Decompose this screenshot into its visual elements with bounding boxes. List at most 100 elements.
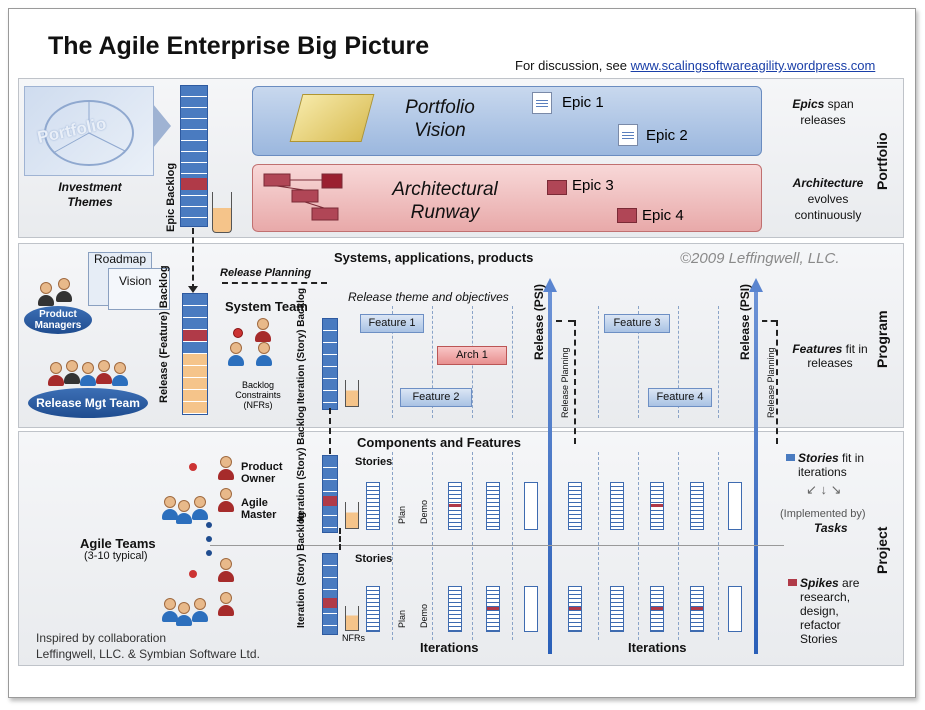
features-note-em: Features xyxy=(792,342,843,356)
release-psi-arrowhead-2 xyxy=(749,278,763,292)
release-planning-label-1: Release Planning xyxy=(560,347,570,418)
team-person-icon xyxy=(112,362,128,386)
connector-arrowhead xyxy=(188,286,198,293)
portfolio-pie-image: Portfolio xyxy=(24,86,154,176)
spikes-note-em: Spikes xyxy=(800,576,839,590)
iteration-backlog-label: Iteration (Story) Backlog xyxy=(296,287,307,404)
stories-note: Stories fit in iterations xyxy=(798,451,872,479)
page-title: The Agile Enterprise Big Picture xyxy=(48,32,430,60)
architecture-note-em: Architecture xyxy=(792,176,864,190)
copyright: ©2009 Leffingwell, LLC. xyxy=(680,250,840,267)
iteration-divider xyxy=(718,306,719,418)
iteration-story-stack xyxy=(448,482,462,530)
release-psi-label-1: Release (PSI) xyxy=(532,283,546,360)
project-iteration-divider xyxy=(392,452,393,640)
iteration-story-stack xyxy=(486,586,500,632)
project-iteration-divider xyxy=(718,452,719,640)
implemented-by-label: (Implemented by) xyxy=(780,508,866,520)
runway-diagram-icon xyxy=(263,173,343,221)
architecture-note: Architecture evolves continuously xyxy=(778,175,878,223)
release-planning-label-2: Release Planning xyxy=(766,347,776,418)
iteration-burndown-stack xyxy=(728,586,742,632)
discussion-link[interactable]: www.scalingsoftwareagility.wordpress.com xyxy=(630,58,876,73)
release-planning-connector xyxy=(192,228,194,290)
feature-1: Feature 1 xyxy=(360,314,424,333)
program-nfr-jar xyxy=(345,380,359,407)
manager-person-icon xyxy=(56,278,72,302)
system-team-label: System Team xyxy=(225,299,308,314)
ellipsis-dot xyxy=(206,550,212,556)
team2-iteration-backlog-label: Iteration (Story) Backlog xyxy=(296,511,307,628)
discussion-prefix: For discussion, see xyxy=(515,58,631,73)
features-note: Features fit in releases xyxy=(790,342,870,370)
iteration-story-stack xyxy=(366,482,380,530)
iteration-story-stack xyxy=(650,586,664,632)
tasks-label: Tasks xyxy=(814,521,848,535)
spike-item xyxy=(323,496,337,506)
ellipsis-dot xyxy=(206,522,212,528)
release-psi-label-2: Release (PSI) xyxy=(738,283,752,360)
team-person-icon xyxy=(96,360,112,384)
epic-3-icon xyxy=(547,180,567,195)
release-psi-arrowhead-1 xyxy=(543,278,557,292)
stories-label-1: Stories xyxy=(355,456,393,468)
pie-graphic xyxy=(44,100,134,166)
project-level-label: Project xyxy=(874,526,890,574)
plan-label-1: Plan xyxy=(397,505,407,524)
release-theme-label: Release theme and objectives xyxy=(348,290,509,304)
agile-master-icon xyxy=(218,592,234,616)
release-psi-arrow-1 xyxy=(548,290,552,654)
components-label: Components and Features xyxy=(357,435,521,450)
team-divider-line xyxy=(210,545,784,546)
project-iteration-divider xyxy=(472,452,473,640)
iteration-divider xyxy=(432,306,433,418)
epic-backlog xyxy=(180,85,208,227)
epic-4: Epic 4 xyxy=(642,207,684,224)
team1-iteration-backlog-label: Iteration (Story) Backlog xyxy=(296,405,307,522)
spike-item xyxy=(323,598,337,608)
vision-label: Vision xyxy=(119,274,152,288)
team1-nfr-jar xyxy=(345,502,359,529)
program-level-label: Program xyxy=(874,310,890,368)
iteration-story-stack xyxy=(650,482,664,530)
spike-legend-swatch xyxy=(788,579,797,586)
team-member-icon xyxy=(192,496,208,520)
iteration-divider xyxy=(512,306,513,418)
epic-2: Epic 2 xyxy=(646,127,688,144)
system-team-person-icon xyxy=(256,342,272,366)
epic-backlog-label: Epic Backlog xyxy=(165,162,177,232)
demo-label-2: Demo xyxy=(419,603,429,628)
iteration-story-stack xyxy=(610,482,624,530)
iteration-burndown-stack xyxy=(524,482,538,530)
architectural-runway-title: Architectural Runway xyxy=(392,179,498,223)
nfrs-label: NFRs xyxy=(342,633,365,643)
pin-icon xyxy=(189,463,197,471)
agile-master-icon xyxy=(218,488,234,512)
iteration-story-stack xyxy=(568,586,582,632)
project-iteration-divider xyxy=(638,452,639,640)
epic-1: Epic 1 xyxy=(562,94,604,111)
vision-card xyxy=(108,268,170,310)
investment-themes-label: Investment Themes xyxy=(58,180,122,209)
spikes-note: Spikes are research, design, refactor St… xyxy=(800,576,872,646)
pie-arrow xyxy=(153,104,171,148)
stories-note-em: Stories xyxy=(798,451,839,465)
iteration-burndown-stack xyxy=(728,482,742,530)
release-planning-dash xyxy=(776,320,778,444)
system-team-person-icon xyxy=(255,318,271,342)
iteration-story-stack xyxy=(568,482,582,530)
agile-teams-label: Agile Teams xyxy=(80,536,156,551)
release-planning-dash xyxy=(574,320,576,444)
epic-backlog-red-item xyxy=(181,178,207,190)
iteration-burndown-stack xyxy=(524,586,538,632)
plan-label-2: Plan xyxy=(397,609,407,628)
iterations-label-1: Iterations xyxy=(420,640,479,655)
arch-1: Arch 1 xyxy=(437,346,507,365)
release-feature-backlog xyxy=(182,293,208,415)
iteration-story-stack xyxy=(366,586,380,632)
product-managers-disc: Product Managers xyxy=(24,306,92,334)
project-iteration-divider xyxy=(432,452,433,640)
team-person-icon xyxy=(64,360,80,384)
release-planning-dash xyxy=(556,320,574,322)
pin-icon xyxy=(233,328,243,338)
